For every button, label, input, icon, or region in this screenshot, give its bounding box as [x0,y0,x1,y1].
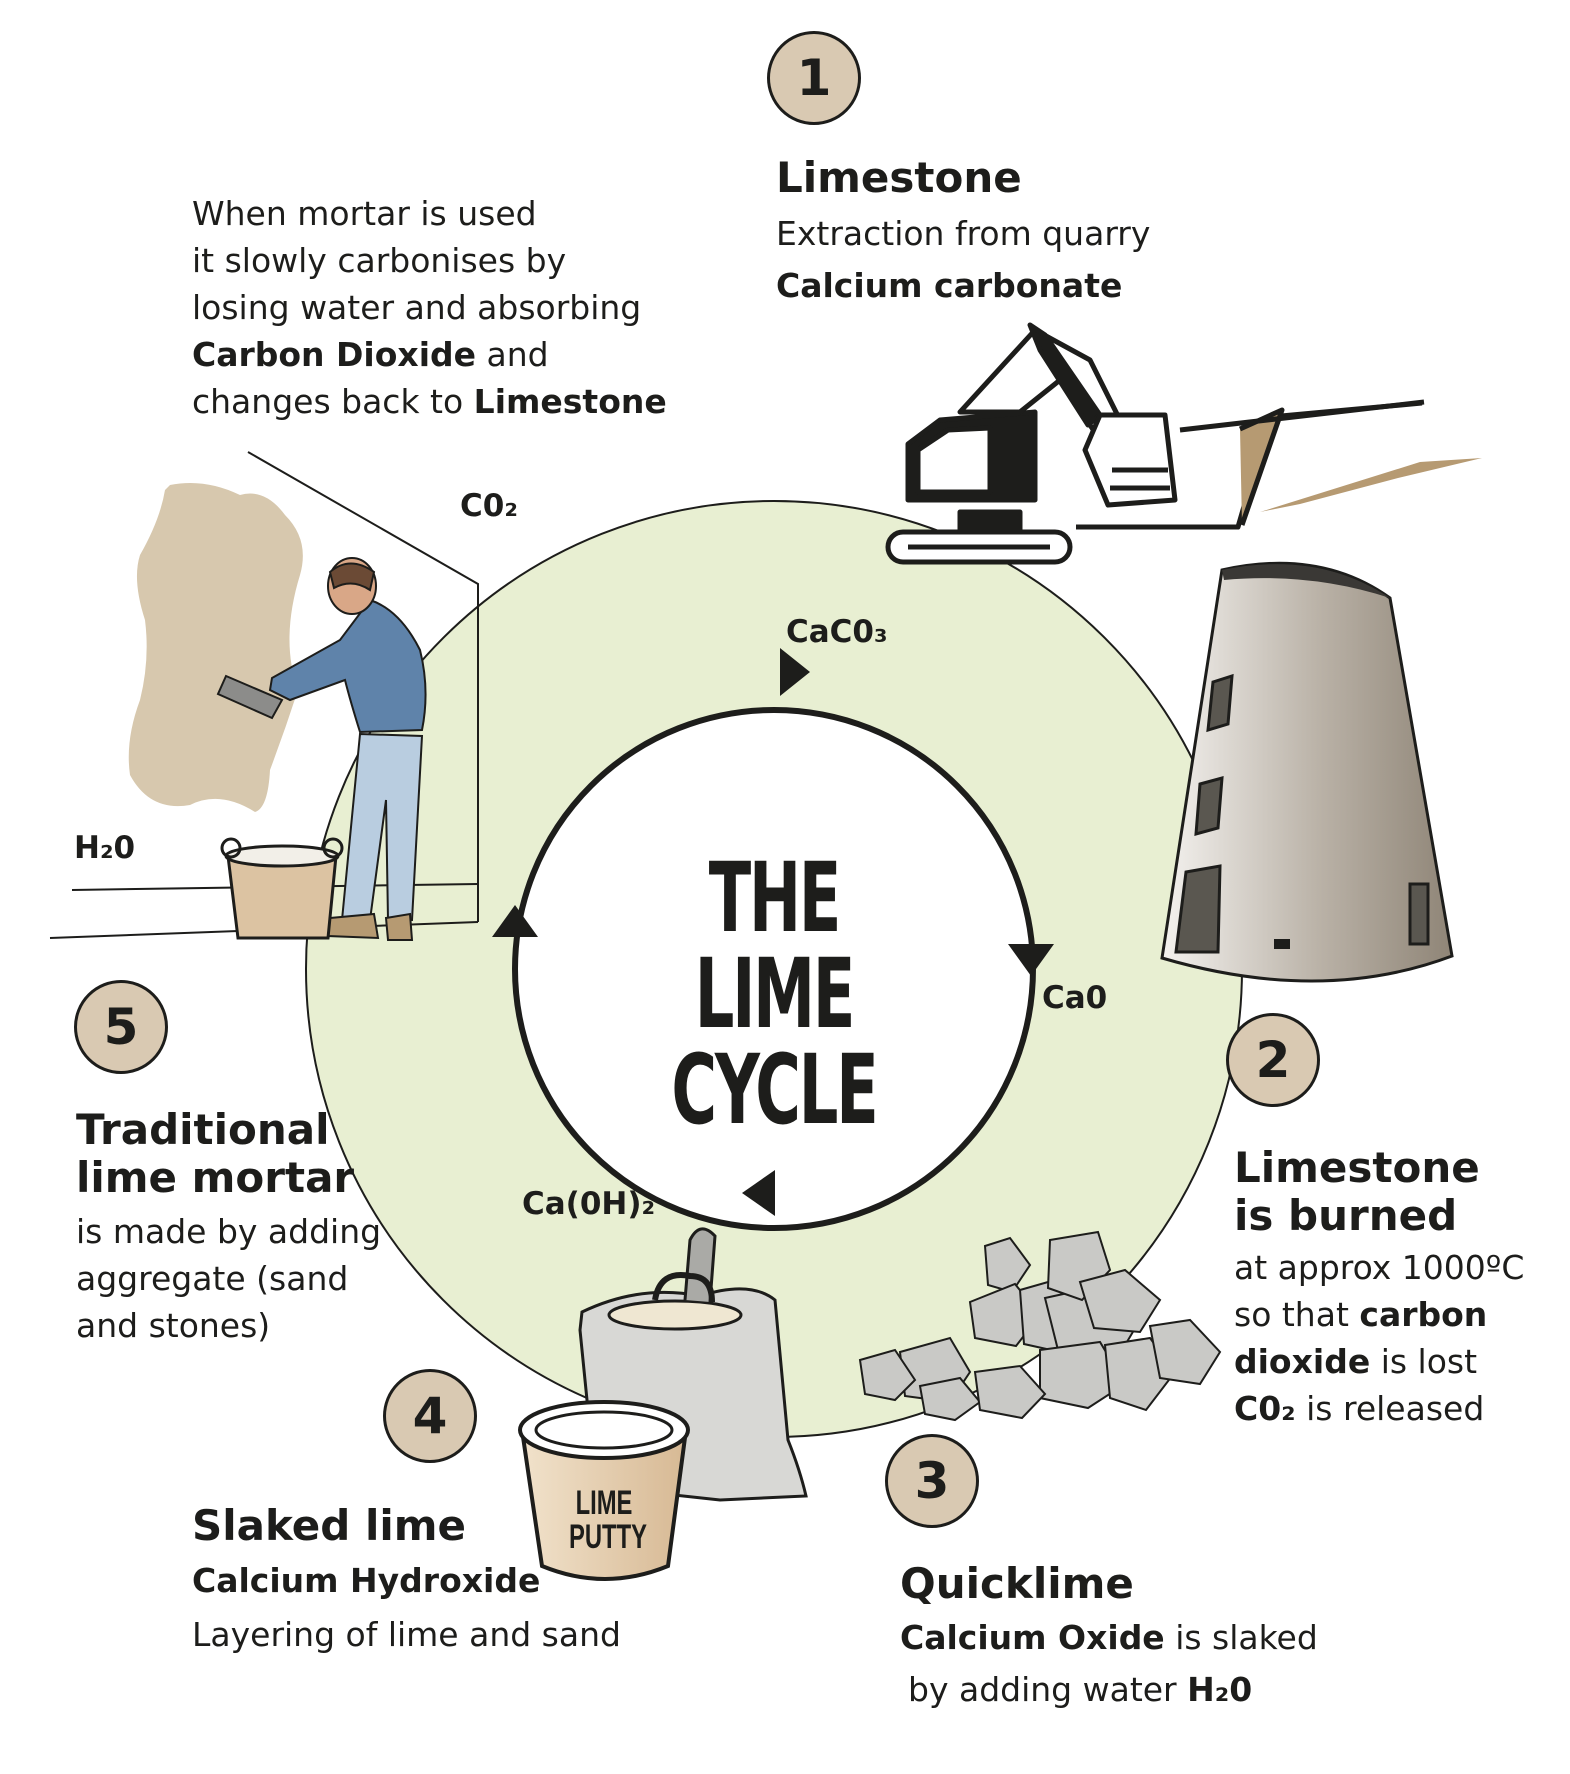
step-5-text: Traditional lime mortar is made by addin… [76,1106,381,1349]
mortar-note-limestone: Limestone [473,382,667,421]
formula-cao: Ca0 [1042,980,1108,1016]
step-3-badge: 3 [885,1434,979,1528]
mortar-note: When mortar is used it slowly carbonises… [192,190,667,425]
plasterer-icon [216,557,427,941]
step-4-heading: Slaked lime [192,1501,467,1550]
step-4-badge: 4 [383,1369,477,1463]
step-2-co2: C0₂ [1234,1389,1296,1428]
step-2-badge: 2 [1226,1013,1320,1107]
bucket-label: LIME PUTTY [569,1484,648,1556]
step-2-dioxide: dioxide [1234,1342,1371,1381]
step-3-line-1: Calcium Oxide is slaked [900,1612,1318,1664]
title-line-1: THE [708,842,842,954]
bucket-label-line-1: LIME [575,1484,633,1522]
arrow-right-icon [1008,944,1054,976]
title-line-2: LIME CYCLE [671,938,878,1146]
mortar-note-line-1: When mortar is used [192,194,537,233]
bucket-label-line-2: PUTTY [569,1518,648,1556]
step-2-line-2: so that carbon [1234,1291,1524,1338]
step-2-line-3: dioxide is lost [1234,1338,1524,1385]
formula-caco3: CaC0₃ [786,614,888,650]
mortar-note-line-5: changes back to Limestone [192,378,667,425]
mortar-note-line-2: it slowly carbonises by [192,241,567,280]
water-bucket-icon [220,837,344,940]
step-3-is-slaked: is slaked [1164,1618,1318,1657]
step-4-line-2: Layering of lime and sand [192,1615,621,1654]
step-1-line-1: Extraction from quarry [776,214,1151,253]
step-5-heading-2: lime mortar [76,1153,355,1202]
diagram-title: THE LIME CYCLE [630,850,918,1138]
mortar-note-and: and [476,335,549,374]
step-3-line-2: by adding water H₂0 [900,1664,1318,1716]
formula-co2: C0₂ [460,488,518,524]
step-3-by-adding: by adding water [908,1670,1188,1709]
step-4-line-1: Calcium Hydroxide [192,1561,541,1600]
step-3-text: Quicklime Calcium Oxide is slaked by add… [900,1560,1318,1716]
mortar-note-line-3: losing water and absorbing [192,288,642,327]
lime-kiln-icon [1160,561,1454,983]
step-5-badge: 5 [74,980,168,1074]
step-5-line-3: and stones) [76,1306,271,1345]
step-3-calcium-oxide: Calcium Oxide [900,1618,1165,1657]
formula-caoh2: Ca(0H)₂ [522,1186,656,1222]
step-1-badge: 1 [767,31,861,125]
step-2-heading-1: Limestone [1234,1143,1480,1192]
step-5-line-1: is made by adding [76,1212,382,1251]
step-2-line-4: C0₂ is released [1234,1385,1524,1432]
mortar-note-line-4: Carbon Dioxide and [192,331,667,378]
step-3-heading: Quicklime [900,1559,1134,1608]
formula-h2o: H₂0 [74,830,136,866]
step-4-text: Slaked lime Calcium Hydroxide Layering o… [192,1502,621,1662]
step-2-carbon: carbon [1359,1295,1488,1334]
step-2-line-1: at approx 1000ºC [1234,1248,1525,1287]
mortar-note-changes: changes back to [192,382,474,421]
step-2-is-lost: is lost [1370,1342,1478,1381]
step-1-text: Limestone Extraction from quarry Calcium… [776,154,1150,312]
step-2-heading-2: is burned [1234,1191,1458,1240]
lime-putty-bucket-icon [518,1400,690,1581]
step-2-so-that: so that [1234,1295,1360,1334]
step-3-h2o: H₂0 [1187,1670,1253,1709]
step-1-line-2: Calcium carbonate [776,266,1123,305]
mortar-note-co2: Carbon Dioxide [192,335,477,374]
step-5-line-2: aggregate (sand [76,1259,349,1298]
excavator-icon [885,322,1482,565]
step-1-heading: Limestone [776,153,1022,202]
arrow-bottom-icon [742,1170,775,1216]
step-2-text: Limestone is burned at approx 1000ºC so … [1234,1144,1524,1432]
step-2-released: is released [1295,1389,1485,1428]
step-5-heading-1: Traditional [76,1105,330,1154]
arrow-top-icon [780,648,810,696]
quicklime-stones-icon [858,1230,1222,1422]
arrow-left-icon [492,905,538,937]
